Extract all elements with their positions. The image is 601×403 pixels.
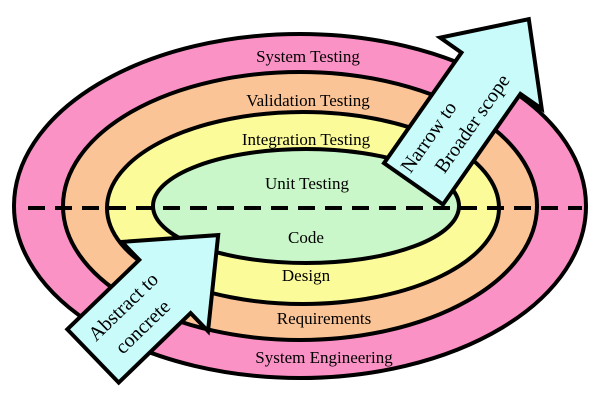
label-validation-testing: Validation Testing xyxy=(246,91,370,110)
abstract-arrow-shape xyxy=(64,232,221,386)
narrow-arrow-shape xyxy=(381,16,545,208)
label-code: Code xyxy=(288,228,324,247)
label-integration-testing: Integration Testing xyxy=(242,130,371,149)
narrow-to-broader-arrow: Narrow to Broader scope xyxy=(381,16,545,208)
label-design: Design xyxy=(282,266,331,285)
label-unit-testing: Unit Testing xyxy=(265,174,349,193)
label-system-engineering: System Engineering xyxy=(255,348,393,367)
label-system-testing: System Testing xyxy=(256,47,360,66)
label-requirements: Requirements xyxy=(277,309,371,328)
